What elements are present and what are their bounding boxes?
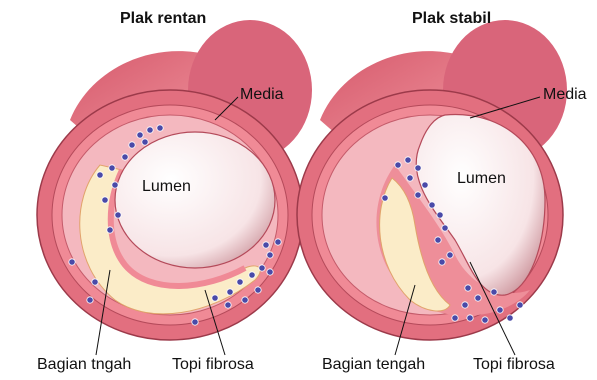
right-cap-label: Topi fibrosa bbox=[473, 356, 555, 374]
left-cap-label: Topi fibrosa bbox=[172, 356, 254, 374]
left-core-label: Bagian tngah bbox=[37, 356, 131, 374]
left-panel-title: Plak rentan bbox=[120, 10, 206, 28]
right-panel-title: Plak stabil bbox=[412, 10, 491, 28]
left-lumen-label: Lumen bbox=[142, 178, 191, 196]
right-artery bbox=[297, 20, 567, 355]
right-lumen-label: Lumen bbox=[457, 170, 506, 188]
right-media-label: Media bbox=[543, 86, 587, 104]
left-media-label: Media bbox=[240, 86, 284, 104]
right-core-label: Bagian tengah bbox=[322, 356, 425, 374]
left-lumen bbox=[115, 132, 275, 268]
